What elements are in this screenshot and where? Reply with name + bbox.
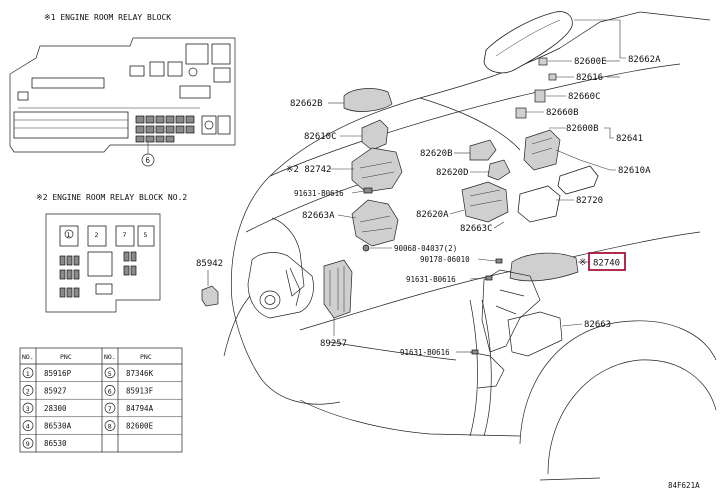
part-mark-82740: ※ <box>579 258 587 268</box>
part-label-82616[interactable]: 82616 <box>576 73 603 83</box>
part-label-82662A[interactable]: 82662A <box>628 55 661 65</box>
part-label-82610C[interactable]: 82610C <box>304 132 337 142</box>
table-cell-pnc: 85913F <box>126 386 154 395</box>
relay-bracket <box>351 199 399 247</box>
table-cell-pnc: 28300 <box>44 404 67 413</box>
table-cell-pnc: 85927 <box>44 386 67 395</box>
row-index-circle <box>22 385 34 396</box>
table-cell-no: 7 <box>108 405 112 413</box>
table-cell-no: 2 <box>26 387 30 395</box>
relay-slot <box>211 43 231 65</box>
table-cell-no: 8 <box>108 423 112 431</box>
table-cell-pnc: 86530 <box>44 439 67 448</box>
table-cell-pnc: 85916P <box>44 369 72 378</box>
row-index-circle <box>104 402 116 414</box>
callout-6: 6 <box>146 156 151 165</box>
table-cell-pnc: 87346K <box>126 369 154 378</box>
table-header-pnc: PNC <box>60 353 72 361</box>
row-index-circle <box>104 385 116 396</box>
pnc-table: NO. PNC NO. PNC 1 85916P 5 87346K 2 85927 6 859… <box>19 347 183 453</box>
row-index-circle <box>22 367 34 379</box>
table-cell-pnc: 86530A <box>44 422 72 431</box>
part-label-82600E[interactable]: 82600E <box>574 57 607 67</box>
relay-block-cover <box>483 11 573 74</box>
relay-82641 <box>523 129 561 171</box>
inset1-title: ※1 ENGINE ROOM RELAY BLOCK <box>44 13 171 22</box>
inset-engine-room-relay-block: ※1 ENGINE ROOM RELAY BLOCK 6 <box>9 13 236 167</box>
fuse-row-block <box>13 111 129 139</box>
fuse-strip <box>31 77 105 89</box>
part-label-90178-06010[interactable]: 90178-06010 <box>420 255 470 264</box>
leader-lines <box>207 19 626 353</box>
table-header-no: NO. <box>22 353 34 361</box>
table-rows: 1 85916P 5 87346K 2 85927 6 85913F 3 28300 7 84794A… <box>22 367 154 449</box>
part-label-82620D[interactable]: 82620D <box>436 168 469 178</box>
part-label-82663C[interactable]: 82663C <box>460 224 493 234</box>
table-cell-no: 6 <box>108 387 112 395</box>
relay-block-no2 <box>351 147 403 193</box>
svg-text:5: 5 <box>144 231 148 239</box>
table-cell-no: 4 <box>26 423 30 431</box>
row-index-circle <box>22 420 34 431</box>
connector-82620B <box>469 139 497 161</box>
part-label-82663A[interactable]: 82663A <box>302 211 335 221</box>
mini-fuse-grid <box>135 115 195 143</box>
part-label-82660C[interactable]: 82660C <box>568 92 601 102</box>
highlight-box-82740 <box>588 252 626 271</box>
part-label-90068-04037[interactable]: 90068-04037(2) <box>394 244 457 253</box>
junction-82740 <box>509 252 579 282</box>
part-label-82720[interactable]: 82720 <box>576 196 603 206</box>
connector-82620A <box>461 181 509 223</box>
part-label-82600B[interactable]: 82600B <box>566 124 599 134</box>
part-label-91631-B0616-upper[interactable]: 91631-B0616 <box>294 189 344 198</box>
table-header-no-2: NO. <box>104 353 116 361</box>
relay-85942 <box>201 285 219 307</box>
bracket-82663 <box>507 311 563 357</box>
inset2-title: ※2 ENGINE ROOM RELAY BLOCK NO.2 <box>36 193 187 202</box>
lower-bracket <box>481 269 541 353</box>
svg-text:2: 2 <box>95 231 99 239</box>
part-label-85942[interactable]: 85942 <box>196 259 223 269</box>
engine-room-parts <box>201 11 599 389</box>
table-cell-no: 5 <box>108 370 112 378</box>
part-label-82660B[interactable]: 82660B <box>546 108 579 118</box>
inset-engine-room-relay-block-no2: ※2 ENGINE ROOM RELAY BLOCK NO.2 1 2 7 5 <box>36 193 187 313</box>
diagram-code: 84F621A <box>668 481 700 490</box>
part-label-82620B[interactable]: 82620B <box>420 149 453 159</box>
part-label-91631-B0616-middle[interactable]: 91631-B0616 <box>406 275 456 284</box>
table-cell-pnc: 84794A <box>126 404 154 413</box>
row-index-circle <box>104 420 116 431</box>
part-label-82620A[interactable]: 82620A <box>416 210 449 220</box>
row-index-circle <box>104 367 116 379</box>
vehicle-body-outline <box>223 11 717 481</box>
svg-text:7: 7 <box>123 231 127 239</box>
row-index-circle <box>22 437 34 449</box>
table-cell-no: 9 <box>26 440 30 448</box>
relay-slot <box>185 43 209 65</box>
part-label-82663[interactable]: 82663 <box>584 320 611 330</box>
part-label-82662B[interactable]: 82662B <box>290 99 323 109</box>
table-cell-no: 1 <box>26 370 30 378</box>
relay-82610A <box>557 165 599 195</box>
part-label-91631-B0616-lower[interactable]: 91631-B0616 <box>400 348 450 357</box>
part-label-82641[interactable]: 82641 <box>616 134 643 144</box>
connector-82620D <box>487 159 511 181</box>
relay-block-82720 <box>517 185 561 223</box>
row-index-circle <box>22 402 34 414</box>
svg-text:1: 1 <box>67 231 71 239</box>
callout-circle <box>141 153 155 167</box>
table-header-pnc-2: PNC <box>140 353 152 361</box>
table-cell-pnc: 82600E <box>126 422 154 431</box>
part-label-89257[interactable]: 89257 <box>320 339 347 349</box>
table-cell-no: 3 <box>26 405 30 413</box>
part-labels: 82662A 82600E 82616 82660C 82662B 82660B… <box>196 55 700 490</box>
relay-slots-no2: 1 2 7 5 <box>59 225 155 247</box>
part-label-82742[interactable]: ※2 82742 <box>286 165 331 175</box>
part-label-82740[interactable]: 82740 <box>593 259 620 269</box>
fuse-pairs-no2 <box>59 251 137 298</box>
part-label-82610A[interactable]: 82610A <box>618 166 651 176</box>
fuse-box-cap <box>343 88 393 112</box>
